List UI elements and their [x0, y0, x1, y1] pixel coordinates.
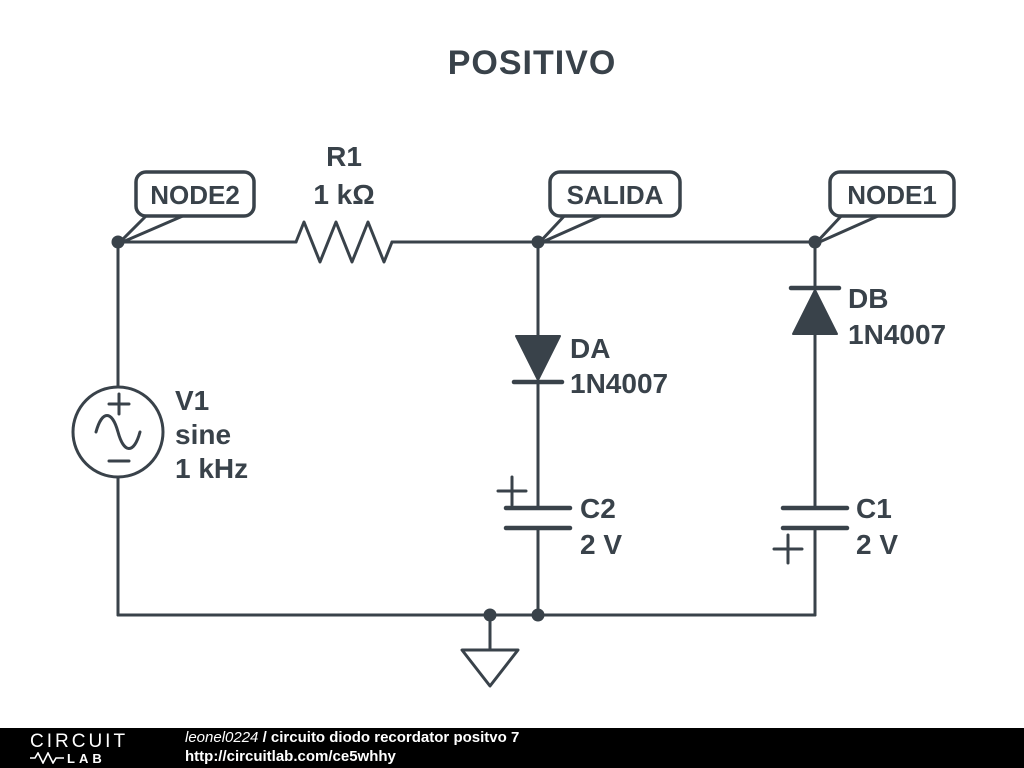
c2-value: 2 V	[580, 529, 622, 560]
diode-da-triangle-icon	[515, 335, 561, 381]
salida-label: SALIDA	[567, 180, 664, 210]
c2-name: C2	[580, 493, 616, 524]
db-value: 1N4007	[848, 319, 946, 350]
circuitlab-logo: CIRCUIT LAB	[0, 732, 185, 765]
schematic-canvas: POSITIVO NODE2	[71, 44, 956, 688]
node-label-node2: NODE2	[116, 170, 256, 246]
diode-db-triangle-icon	[792, 289, 838, 335]
footer-author: leonel0224	[185, 729, 259, 747]
junction-dot-node2	[111, 235, 125, 249]
junction-dots	[111, 235, 822, 622]
logo-circuit-text: CIRCUIT	[30, 730, 129, 752]
c1-name: C1	[856, 493, 892, 524]
footer-bar: CIRCUIT LAB leonel0224 / circuito diodo …	[0, 728, 1024, 768]
footer-credits: leonel0224 / circuito diodo recordator p…	[185, 729, 519, 767]
footer-circuit-title: circuito diodo recordator positvo 7	[270, 729, 520, 747]
logo-resistor-icon	[30, 752, 64, 764]
capacitor-c2: C2 2 V	[496, 475, 622, 560]
salida-box	[548, 170, 682, 218]
footer-separator: /	[258, 729, 271, 747]
c2-plus-sign-icon	[496, 475, 528, 507]
node2-label: NODE2	[150, 180, 240, 210]
footer-author-line: leonel0224 / circuito diodo recordator p…	[185, 729, 519, 748]
junction-dot-salida	[531, 235, 545, 249]
capacitor-c1: C1 2 V	[772, 493, 898, 565]
resistor-r1: R1 1 kΩ	[294, 141, 394, 264]
diode-db: DB 1N4007	[788, 283, 946, 350]
node1-label: NODE1	[847, 180, 937, 210]
sine-wave-icon	[94, 414, 142, 450]
node1-box	[828, 170, 956, 218]
ground-icon	[460, 613, 520, 688]
da-name: DA	[570, 333, 610, 364]
diode-da: DA 1N4007	[511, 333, 668, 399]
plus-sign-icon	[107, 392, 131, 416]
c1-plus-sign-icon	[772, 533, 804, 565]
db-name: DB	[848, 283, 888, 314]
node2-box	[134, 170, 256, 218]
junction-dot-ground	[483, 608, 497, 622]
da-value: 1N4007	[570, 368, 668, 399]
footer-url: http://circuitlab.com/ce5whhy	[185, 748, 396, 765]
r1-value: 1 kΩ	[313, 179, 374, 210]
r1-name: R1	[326, 141, 362, 172]
schematic-title: POSITIVO	[448, 44, 617, 82]
wires	[116, 240, 817, 617]
v1-kind: sine	[175, 419, 231, 450]
v1-name: V1	[175, 385, 209, 416]
v1-freq: 1 kHz	[175, 453, 248, 484]
junction-dot-node1	[808, 235, 822, 249]
ground-triangle	[460, 648, 520, 688]
logo-lab-text: LAB	[67, 750, 106, 766]
resistor-zigzag-icon	[294, 220, 394, 264]
node-label-node1: NODE1	[813, 170, 956, 246]
voltage-source-v1: V1 sine 1 kHz	[71, 385, 248, 484]
node-label-salida: SALIDA	[536, 170, 682, 246]
junction-dot-bottom-mid	[531, 608, 545, 622]
c1-value: 2 V	[856, 529, 898, 560]
